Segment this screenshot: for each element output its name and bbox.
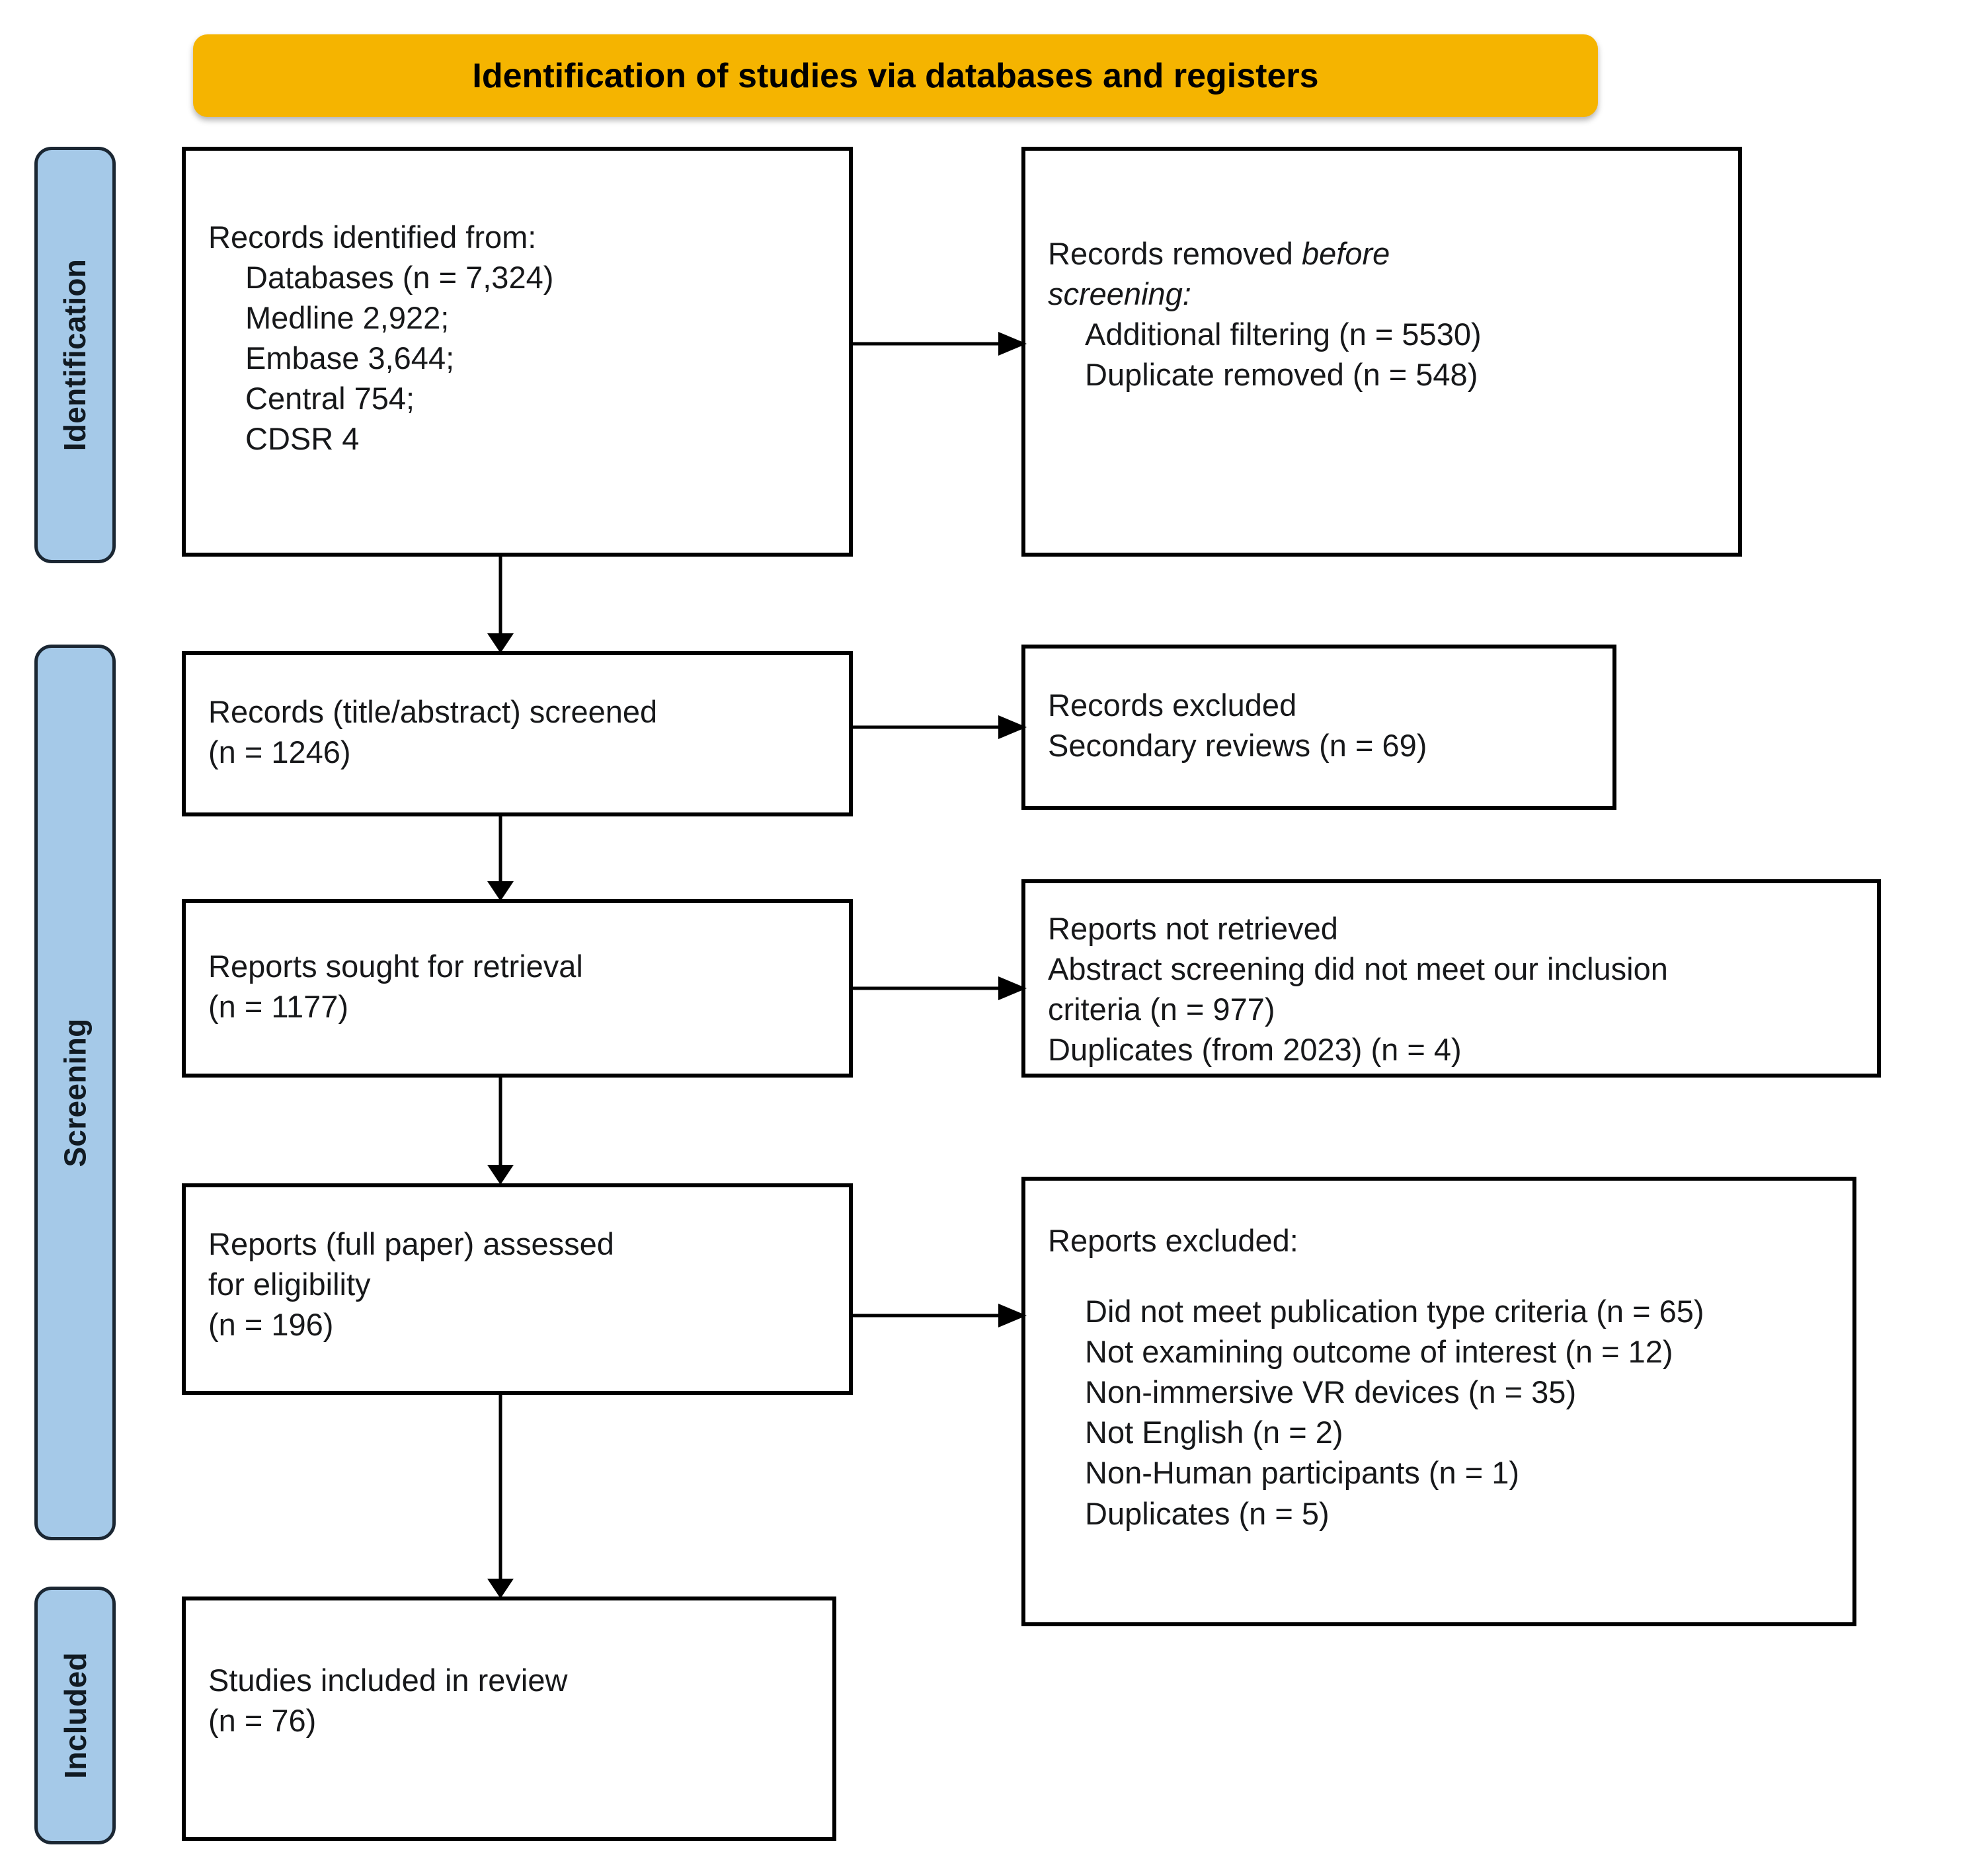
box-records-removed-before-screening: Records removed before screening: Additi… (1021, 147, 1742, 557)
records-identified-line-5: CDSR 4 (245, 421, 360, 457)
reports-assessed-line-0: Reports (full paper) assessed (208, 1226, 614, 1261)
reports-assessed-line-2: (n = 196) (208, 1307, 334, 1343)
reports-excluded-spacer (1048, 1261, 1839, 1291)
records-removed-line-0: Records removed before (1048, 233, 1725, 274)
reports-excluded-line-7: Duplicates (n = 5) (1085, 1495, 1330, 1531)
records-removed-line-1: screening: (1048, 276, 1191, 312)
stage-tab-screening: Screening (34, 645, 116, 1540)
reports-excluded-line-6: Non-Human participants (n = 1) (1085, 1455, 1519, 1491)
connector-screened-to-sought (487, 814, 514, 901)
studies-included-line-0: Studies included in review (208, 1663, 568, 1698)
records-identified-line-1: Databases (n = 7,324) (245, 260, 554, 296)
records-identified-line-2: Medline 2,922; (245, 300, 450, 336)
connector-sought-to-assessed (487, 1075, 514, 1185)
box-reports-assessed-for-eligibility: Reports (full paper) assessed for eligib… (182, 1183, 853, 1395)
connector-assessed-to-reports-excluded (851, 1304, 1027, 1327)
connector-sought-to-not-retrieved (851, 976, 1027, 1000)
reports-not-retrieved-line-3: Duplicates (from 2023) (n = 4) (1048, 1032, 1462, 1068)
reports-not-retrieved-line-2: criteria (n = 977) (1048, 992, 1275, 1027)
records-removed-lead: Records removed (1048, 236, 1302, 271)
records-identified-line-4: Central 754; (245, 381, 415, 416)
studies-included-line-1: (n = 76) (208, 1703, 317, 1739)
records-removed-line-2: Additional filtering (n = 5530) (1085, 317, 1482, 352)
stage-tab-identification: Identification (34, 147, 116, 563)
records-removed-emph-before: before (1302, 236, 1390, 271)
records-identified-line-0: Records identified from: (208, 219, 537, 255)
records-screened-line-0: Records (title/abstract) screened (208, 694, 658, 729)
diagram-banner-identification: Identification of studies via databases … (193, 34, 1598, 117)
connector-screened-to-excluded (851, 715, 1027, 739)
stage-tab-included-label: Included (58, 1652, 93, 1779)
reports-excluded-line-5: Not English (n = 2) (1085, 1415, 1343, 1450)
reports-excluded-line-3: Not examining outcome of interest (n = 1… (1085, 1334, 1673, 1370)
connector-identified-to-removed (851, 332, 1027, 356)
reports-assessed-line-1: for eligibility (208, 1267, 371, 1302)
reports-excluded-line-0: Reports excluded: (1048, 1223, 1298, 1258)
box-records-excluded: Records excluded Secondary reviews (n = … (1021, 645, 1616, 810)
banner-title: Identification of studies via databases … (472, 56, 1319, 95)
reports-sought-line-0: Reports sought for retrieval (208, 949, 583, 984)
box-reports-excluded: Reports excluded: Did not meet publicati… (1021, 1177, 1856, 1626)
records-removed-line-3: Duplicate removed (n = 548) (1085, 357, 1478, 393)
box-reports-not-retrieved: Reports not retrieved Abstract screening… (1021, 879, 1881, 1078)
stage-tab-included: Included (34, 1587, 116, 1844)
connector-identified-to-screened (487, 554, 514, 653)
reports-excluded-line-2: Did not meet publication type criteria (… (1085, 1294, 1704, 1329)
stage-tab-screening-label: Screening (58, 1017, 93, 1167)
box-records-screened: Records (title/abstract) screened (n = 1… (182, 651, 853, 816)
box-reports-sought-for-retrieval: Reports sought for retrieval (n = 1177) (182, 899, 853, 1078)
reports-not-retrieved-line-0: Reports not retrieved (1048, 911, 1338, 946)
stage-tab-identification-label: Identification (58, 258, 93, 452)
connector-assessed-to-included (487, 1392, 514, 1598)
records-excluded-line-0: Records excluded (1048, 688, 1297, 723)
records-identified-line-3: Embase 3,644; (245, 340, 455, 376)
reports-sought-line-1: (n = 1177) (208, 989, 349, 1025)
box-studies-included-in-review: Studies included in review (n = 76) (182, 1597, 836, 1841)
reports-not-retrieved-line-1: Abstract screening did not meet our incl… (1048, 951, 1668, 987)
records-screened-line-1: (n = 1246) (208, 734, 351, 770)
records-excluded-line-1: Secondary reviews (n = 69) (1048, 728, 1427, 764)
reports-excluded-line-4: Non-immersive VR devices (n = 35) (1085, 1374, 1577, 1410)
box-records-identified: Records identified from: Databases (n = … (182, 147, 853, 557)
